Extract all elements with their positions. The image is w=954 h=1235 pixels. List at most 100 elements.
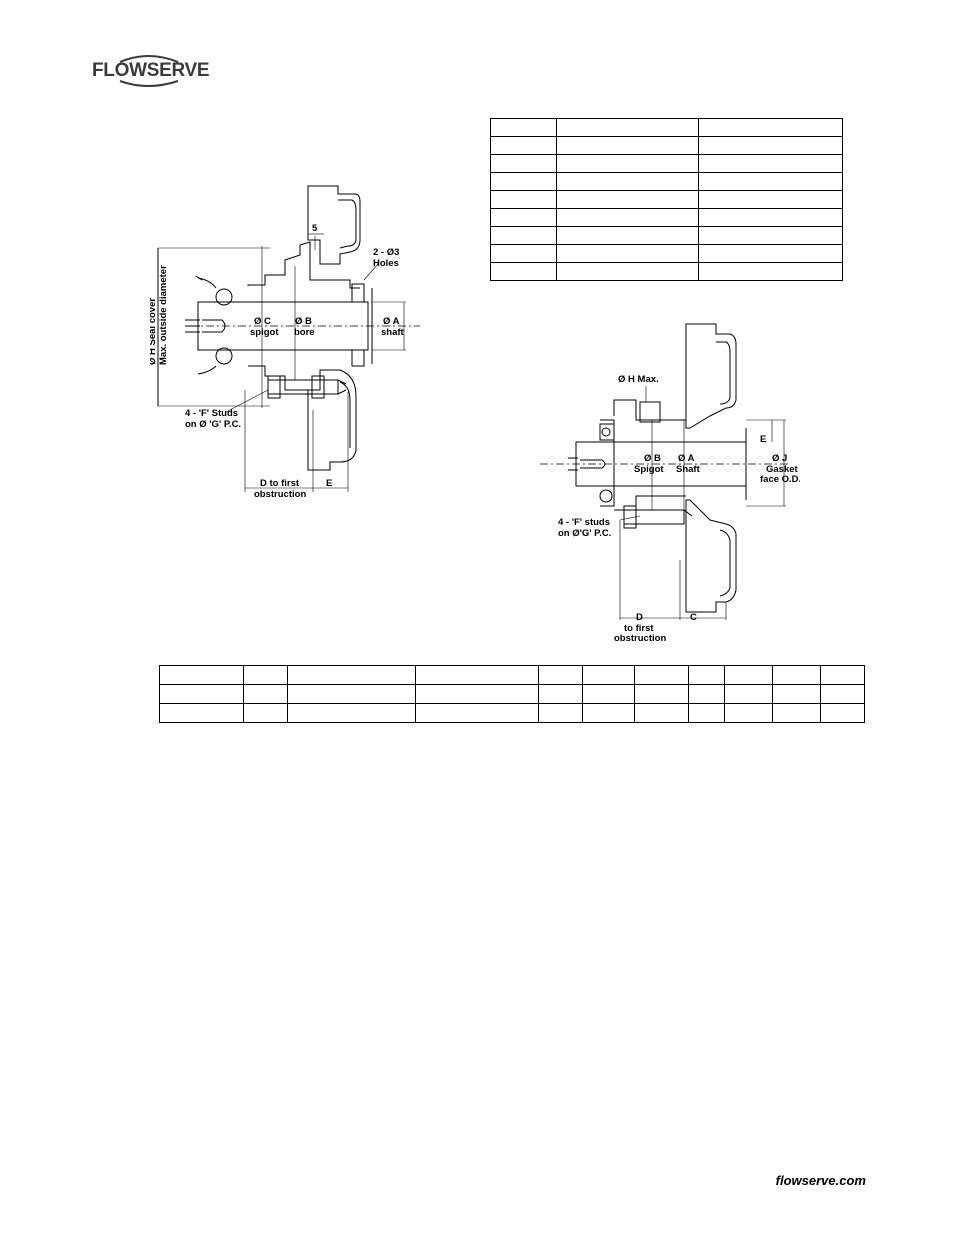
table-cell bbox=[555, 190, 700, 209]
table-cell bbox=[633, 684, 689, 704]
table-cell bbox=[633, 703, 689, 723]
table-cell bbox=[698, 190, 843, 209]
table-row bbox=[490, 118, 843, 137]
table-cell bbox=[287, 665, 417, 685]
table-row bbox=[490, 136, 843, 155]
a-label-right-2: Shaft bbox=[676, 464, 701, 475]
seal-cover-label-1: Ø H Seal cover bbox=[150, 298, 158, 365]
table-cell bbox=[723, 703, 773, 723]
table-cell bbox=[490, 118, 557, 137]
studs-label-2: on Ø 'G' P.C. bbox=[185, 419, 241, 430]
table-cell bbox=[158, 684, 245, 704]
table-cell bbox=[771, 703, 821, 723]
table-cell bbox=[555, 244, 700, 263]
b-label-right-2: Spigot bbox=[634, 464, 664, 475]
table-cell bbox=[723, 665, 773, 685]
d-label-right-3: obstruction bbox=[614, 633, 666, 644]
table-cell bbox=[698, 226, 843, 245]
table-cell bbox=[771, 665, 821, 685]
studs-label-right-2: on Ø'G' P.C. bbox=[558, 528, 611, 539]
table-cell bbox=[687, 684, 725, 704]
table-row bbox=[490, 154, 843, 173]
table-cell bbox=[490, 136, 557, 155]
table-cell bbox=[698, 244, 843, 263]
table-cell bbox=[415, 684, 539, 704]
table-cell bbox=[555, 136, 700, 155]
table-cell bbox=[415, 665, 539, 685]
table-row bbox=[490, 190, 843, 209]
table-row bbox=[158, 684, 866, 704]
table-row bbox=[490, 208, 843, 227]
table-cell bbox=[287, 703, 417, 723]
table-cell bbox=[537, 665, 583, 685]
table-cell bbox=[698, 136, 843, 155]
table-cell bbox=[687, 703, 725, 723]
table-cell bbox=[698, 118, 843, 137]
table-cell bbox=[287, 684, 417, 704]
table-cell bbox=[698, 208, 843, 227]
table-cell bbox=[633, 665, 689, 685]
table-cell bbox=[490, 208, 557, 227]
table-row bbox=[490, 172, 843, 191]
d-label-right-2: to first bbox=[624, 623, 654, 634]
table-cell bbox=[819, 703, 866, 723]
logo-text: FLOWSERVE bbox=[92, 60, 210, 81]
table-cell bbox=[771, 684, 821, 704]
table-cell bbox=[490, 226, 557, 245]
table-cell bbox=[581, 665, 635, 685]
seal-cover-label-2: Max. outside diameter bbox=[158, 265, 169, 365]
c-label-right: C bbox=[690, 612, 697, 623]
studs-label-right-1: 4 - 'F' studs bbox=[558, 517, 610, 528]
table-cell bbox=[555, 262, 700, 281]
table-row bbox=[158, 703, 866, 723]
table-cell bbox=[698, 154, 843, 173]
table-cell bbox=[687, 665, 725, 685]
table-cell bbox=[490, 244, 557, 263]
c-label-2: spigot bbox=[250, 327, 279, 338]
table-cell bbox=[819, 684, 866, 704]
table-cell bbox=[490, 190, 557, 209]
c-label-1: Ø C bbox=[254, 316, 271, 327]
table-row bbox=[490, 226, 843, 245]
b-label-1: Ø B bbox=[295, 316, 312, 327]
footer-website: flowserve.com bbox=[775, 1173, 866, 1188]
table-cell bbox=[581, 703, 635, 723]
table-cell bbox=[555, 172, 700, 191]
table-cell bbox=[415, 703, 539, 723]
seal-cover-drawing-right: Ø H Max. E Ø B Spigot Ø A Shaft Ø J Gask… bbox=[540, 323, 800, 644]
table-row bbox=[158, 665, 866, 685]
table-cell bbox=[698, 262, 843, 281]
bottom-dimension-table bbox=[158, 665, 866, 723]
table-cell bbox=[490, 172, 557, 191]
table-cell bbox=[555, 154, 700, 173]
holes-label-2: Holes bbox=[373, 258, 399, 269]
a-label-1: Ø A bbox=[383, 316, 400, 327]
holes-label-1: 2 - Ø3 bbox=[373, 247, 399, 258]
e-label-right: E bbox=[760, 434, 766, 445]
d-label-right: D bbox=[636, 612, 643, 623]
table-cell bbox=[537, 684, 583, 704]
table-cell bbox=[490, 262, 557, 281]
dim-5-label: 5 bbox=[312, 223, 318, 234]
table-cell bbox=[819, 665, 866, 685]
b-label-2: bore bbox=[294, 327, 315, 338]
studs-label-1: 4 - 'F' Studs bbox=[185, 408, 238, 419]
a-label-2: shaft bbox=[381, 327, 405, 338]
j-label-1: Ø J bbox=[772, 453, 787, 464]
seal-cover-drawing-left: 5 2 - Ø3 Holes Ø H Seal cover Max. outsi… bbox=[150, 185, 420, 500]
j-label-3: face O.D. bbox=[760, 474, 800, 485]
e-label: E bbox=[326, 478, 332, 489]
table-cell bbox=[158, 665, 245, 685]
flowserve-logo: FLOWSERVE bbox=[92, 54, 210, 87]
b-label-right-1: Ø B bbox=[644, 453, 661, 464]
table-cell bbox=[581, 684, 635, 704]
h-max-label: Ø H Max. bbox=[618, 374, 659, 385]
logo-swoosh-icon bbox=[119, 55, 179, 87]
table-cell bbox=[555, 208, 700, 227]
table-cell bbox=[243, 665, 289, 685]
table-cell bbox=[243, 684, 289, 704]
table-cell bbox=[555, 118, 700, 137]
table-cell bbox=[158, 703, 245, 723]
table-cell bbox=[537, 703, 583, 723]
table-cell bbox=[490, 154, 557, 173]
